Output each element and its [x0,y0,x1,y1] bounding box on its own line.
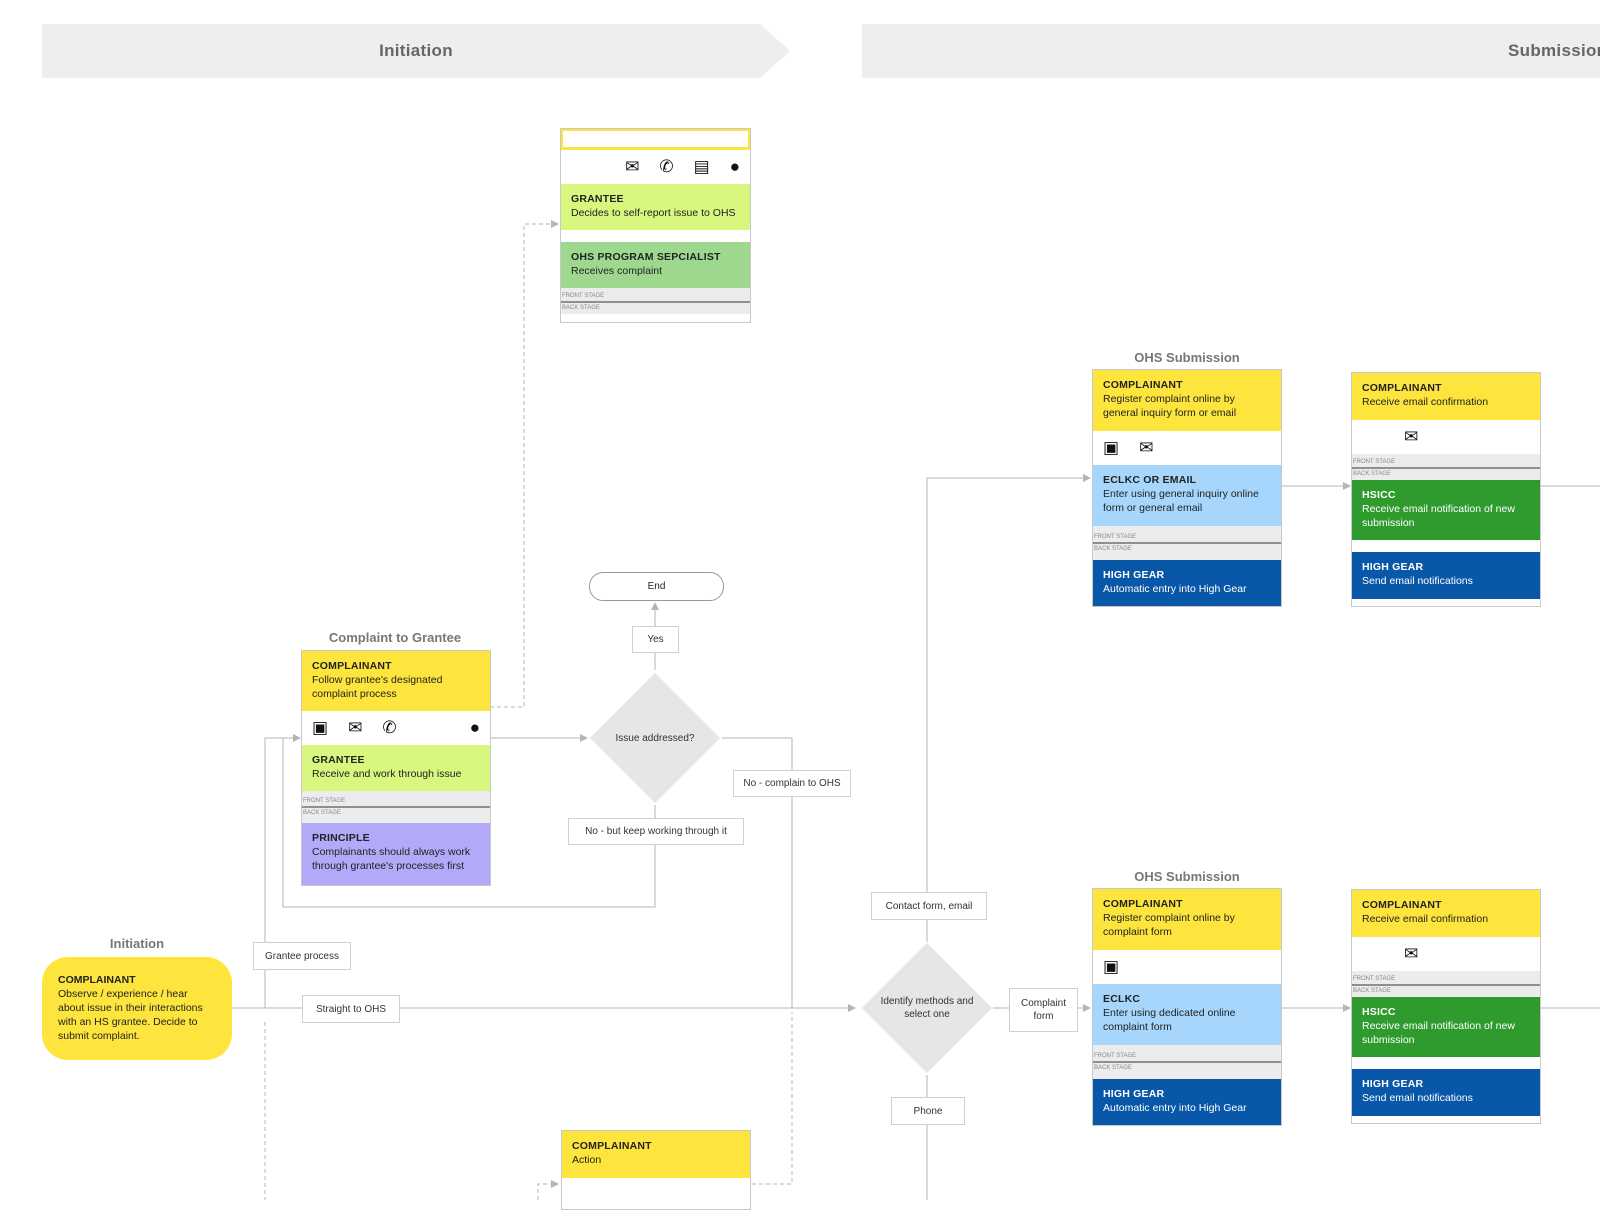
grantee-self-report-block: GRANTEE Decides to self-report issue to … [561,184,750,230]
connector-no-complain [722,737,793,1008]
section-title-complaint-to-grantee: Complaint to Grantee [328,630,462,645]
ohs-confirmation-card-1: COMPLAINANT Receive email confirmation ✉… [1351,372,1541,607]
s2b-highgear-block: HIGH GEAR Send email notifications [1352,1069,1540,1116]
spacer [1352,1057,1540,1069]
spacer [561,230,750,242]
contact-form-label: Contact form, email [871,892,987,920]
s2-eclkc-block: ECLKC Enter using dedicated online compl… [1093,984,1281,1045]
phone-icon: ✆ [659,157,674,176]
bottom-complainant-card: COMPLAINANT Action [561,1130,751,1210]
channel-icons: ▣ [1093,950,1281,984]
person-icon: ● [469,718,480,737]
connector-grantee-process [264,734,301,1008]
s2b-hsicc-block: HSICC Receive email notification of new … [1352,997,1540,1057]
s1b-complainant-block: COMPLAINANT Receive email confirmation [1352,373,1540,420]
grantee-process-label: Grantee process [253,942,351,970]
no-keep-working-label: No - but keep working through it [568,818,744,845]
initiation-complainant-pill: COMPLAINANT Observe / experience / hear … [42,957,232,1060]
stage-divider: FRONT STAGE BACK STAGE [302,791,490,823]
spacer [1352,540,1540,552]
s1-complainant-block: COMPLAINANT Register complaint online by… [1093,370,1281,431]
phone-icon: ✆ [382,718,397,737]
section-title-ohs-submission-1: OHS Submission [1134,350,1240,365]
section-title-ohs-submission-2: OHS Submission [1134,869,1240,884]
email-icon: ✉ [625,157,640,176]
channel-icons: ▣ ✉ [1093,431,1281,465]
channel-icons: ✉ ✆ ▤ ● [561,150,750,184]
s1-eclkc-block: ECLKC OR EMAIL Enter using general inqui… [1093,465,1281,526]
channel-icons: ✉ [1352,937,1540,971]
straight-to-ohs-label: Straight to OHS [302,995,400,1023]
ctg-grantee-block: GRANTEE Receive and work through issue [302,745,490,791]
ctg-complainant-block: COMPLAINANT Follow grantee's designated … [302,651,490,711]
connector-self-report [490,220,559,708]
s1b-hsicc-block: HSICC Receive email notification of new … [1352,480,1540,540]
phone-label: Phone [891,1097,965,1125]
connector-keep-working [282,738,656,908]
web-form-icon: ▣ [1103,438,1120,457]
person-icon: ● [729,157,740,176]
card-top-bar [561,129,750,150]
ohs-confirmation-card-2: COMPLAINANT Receive email confirmation ✉… [1351,889,1541,1124]
yes-label: Yes [632,626,679,653]
connector-dashed-action [752,1012,793,1185]
phase-submission: Submission [862,24,1600,78]
email-icon: ✉ [1139,438,1154,457]
stage-divider: FRONT STAGE BACK STAGE [1352,971,1540,997]
ohs-submission-card-1: COMPLAINANT Register complaint online by… [1092,369,1282,607]
self-report-card: ✉ ✆ ▤ ● GRANTEE Decides to self-report i… [560,128,751,323]
complaint-form-label: Complaint form [1009,988,1078,1032]
email-icon: ✉ [1404,944,1419,963]
web-form-icon: ▣ [1103,957,1120,976]
phase-initiation: Initiation [42,24,790,78]
issue-addressed-text: Issue addressed? [615,732,695,744]
end-node: End [589,572,724,601]
email-icon: ✉ [1404,427,1419,446]
s1-highgear-block: HIGH GEAR Automatic entry into High Gear [1093,560,1281,606]
web-form-icon: ▣ [312,718,329,737]
stage-divider: FRONT STAGE BACK STAGE [561,288,750,314]
no-complain-label: No - complain to OHS [733,770,851,797]
email-icon: ✉ [348,718,363,737]
identify-methods-text: Identify methods and select one [880,996,974,1020]
stage-divider: FRONT STAGE BACK STAGE [1093,1045,1281,1079]
s2-highgear-block: HIGH GEAR Automatic entry into High Gear [1093,1079,1281,1125]
section-title-initiation: Initiation [109,936,165,951]
chat-icon: ▤ [693,157,710,176]
s2-complainant-block: COMPLAINANT Register complaint online by… [1093,889,1281,950]
ohs-submission-card-2: COMPLAINANT Register complaint online by… [1092,888,1282,1126]
ctg-principle-block: PRINCIPLE Complainants should always wor… [302,823,490,885]
connector-contact-form [926,474,1091,942]
bottom-complainant-block: COMPLAINANT Action [562,1131,750,1178]
channel-icons: ✉ [1352,420,1540,454]
connector-dashed-bottom [537,1180,559,1200]
ohs-specialist-block: OHS PROGRAM SEPCIALIST Receives complain… [561,242,750,288]
stage-divider: FRONT STAGE BACK STAGE [1093,526,1281,560]
s1b-highgear-block: HIGH GEAR Send email notifications [1352,552,1540,599]
channel-icons: ▣ ✉ ✆ ● [302,711,490,745]
stage-divider: FRONT STAGE BACK STAGE [1352,454,1540,480]
complaint-to-grantee-card: COMPLAINANT Follow grantee's designated … [301,650,491,886]
s2b-complainant-block: COMPLAINANT Receive email confirmation [1352,890,1540,937]
